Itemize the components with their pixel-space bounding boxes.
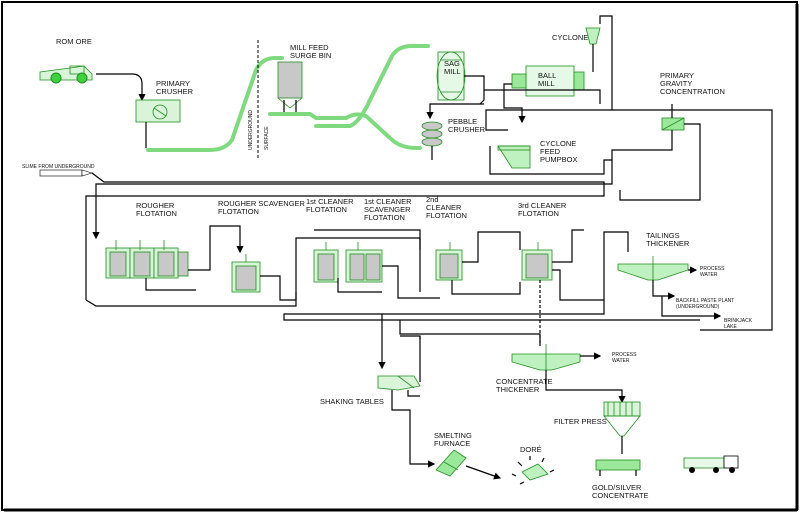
surface-label: SURFACE [264, 126, 270, 150]
underground-label: UNDERGROUND [248, 110, 254, 150]
filter-press-icon [603, 401, 641, 437]
dore-label: DORÉ [520, 445, 542, 454]
concentrate-thickener-icon [511, 344, 581, 371]
slime-from-underground-label: SLIME FROM UNDERGROUND [22, 164, 95, 170]
tailings-thickener-icon [617, 256, 689, 281]
slime-pipe-icon [39, 169, 94, 177]
cyclone-label: CYCLONE [552, 33, 588, 42]
filter-press-label: FILTER PRESS [554, 417, 607, 426]
ball-mill-icon [511, 65, 585, 97]
pebble-crusher-icon [421, 121, 443, 160]
shaking-tables-label: SHAKING TABLES [320, 397, 384, 406]
cyclone-icon [585, 27, 601, 64]
primary-crusher-icon [135, 99, 181, 123]
backfill-paste-plant-label: BACKFILL PASTE PLANT(UNDERGROUND) [676, 298, 734, 310]
first-cleaner-scavenger-flotation-cells-icon [345, 242, 383, 283]
smelting-furnace-icon [435, 449, 467, 477]
gold-silver-concentrate-icon [595, 459, 641, 476]
rougher-flotation-cells-icon [105, 240, 189, 279]
third-cleaner-flotation-cell-icon [521, 242, 553, 281]
first-cleaner-flotation-cells-icon [313, 242, 339, 283]
cyclone-feed-pumpbox-icon [497, 145, 531, 169]
shaking-tables-icon [377, 375, 421, 391]
mill-feed-surge-bin-icon [277, 61, 303, 112]
rom-ore-truck-icon [39, 65, 93, 84]
primary-gravity-concentration-icon [661, 117, 685, 131]
dore-bar-icon [511, 456, 555, 485]
rom-ore-label: ROM ORE [56, 37, 92, 46]
concentrate-truck-icon [683, 455, 739, 473]
rougher-scavenger-flotation-cell-icon [231, 254, 261, 293]
second-cleaner-flotation-cell-icon [435, 242, 463, 281]
